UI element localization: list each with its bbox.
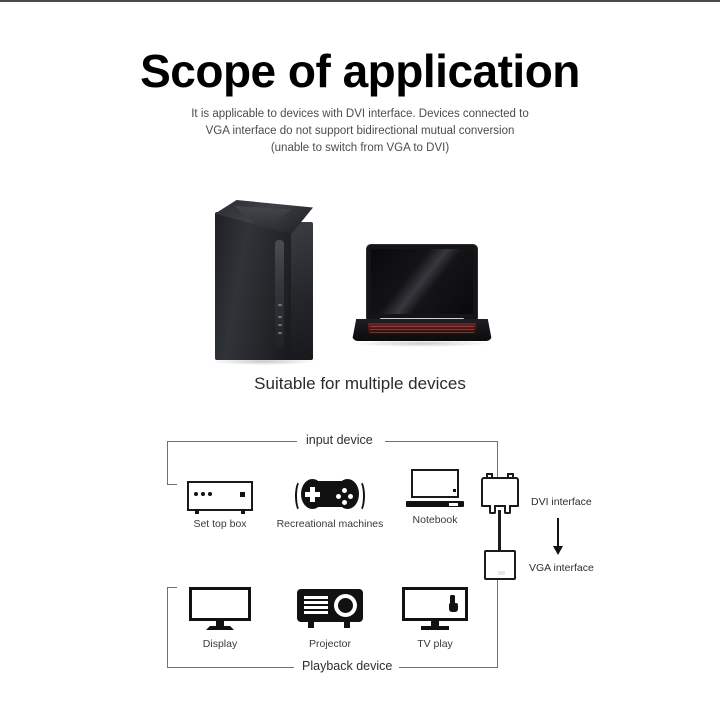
dvi-to-vga-adapter bbox=[480, 472, 526, 582]
playback-bracket-right-vertical bbox=[497, 575, 498, 667]
stb-display-square bbox=[240, 492, 245, 497]
playback-node-projector[interactable]: Projector bbox=[275, 579, 385, 650]
notebook-trackpad bbox=[449, 502, 458, 506]
direction-arrow-shaft bbox=[557, 518, 559, 548]
hero-device-photos bbox=[0, 192, 720, 365]
tv-hand bbox=[449, 603, 458, 612]
tv-screen bbox=[402, 587, 468, 621]
tower-side-panel bbox=[291, 222, 313, 360]
tv-remote bbox=[450, 595, 455, 608]
notebook-cursor-dot bbox=[453, 489, 456, 492]
input-bracket-top-left bbox=[167, 441, 297, 442]
playback-label-tv-play: TV play bbox=[417, 638, 453, 650]
laptop-shadow bbox=[354, 340, 490, 347]
page-subtitle: It is applicable to devices with DVI int… bbox=[160, 106, 560, 157]
tower-indicator-4 bbox=[277, 332, 282, 334]
monitor-screen bbox=[189, 587, 251, 621]
tower-front-strip bbox=[275, 240, 284, 348]
tower-indicator-3 bbox=[277, 324, 282, 326]
projector-vent-4 bbox=[304, 611, 328, 614]
adapter-cable bbox=[498, 510, 501, 552]
projector-icon bbox=[275, 579, 385, 631]
stb-leg-right bbox=[241, 509, 245, 514]
projector-vent-1 bbox=[304, 596, 328, 599]
input-node-recreational-machines[interactable]: Recreational machines bbox=[275, 459, 385, 530]
dvi-interface-label: DVI interface bbox=[531, 496, 592, 508]
notebook-base bbox=[406, 501, 464, 507]
input-bracket-top-right bbox=[385, 441, 498, 442]
notebook-icon bbox=[380, 455, 490, 507]
vga-interface-label: VGA interface bbox=[529, 562, 594, 574]
playback-bracket-bottom-right bbox=[387, 667, 498, 668]
monitor-neck bbox=[216, 621, 224, 626]
monitor-base bbox=[206, 626, 234, 630]
input-label-recreational-machines: Recreational machines bbox=[276, 518, 384, 530]
playback-bracket-left-head bbox=[167, 587, 177, 588]
laptop-key-row-3 bbox=[370, 332, 474, 333]
input-label-set-top-box: Set top box bbox=[193, 518, 247, 530]
tv-neck bbox=[431, 621, 439, 626]
input-bracket-left-foot bbox=[167, 484, 177, 485]
laptop-lid bbox=[366, 244, 478, 320]
playback-node-tv-play[interactable]: TV play bbox=[380, 579, 490, 650]
projector-leg-right bbox=[344, 621, 350, 628]
gaming-laptop-image bbox=[352, 244, 492, 362]
dvi-screw-tab-right bbox=[507, 473, 514, 478]
playback-label-projector: Projector bbox=[308, 638, 351, 650]
gamepad-button-top bbox=[342, 488, 347, 493]
subtitle-line-3: (unable to switch from VGA to DVI) bbox=[270, 142, 450, 154]
hero-caption: Suitable for multiple devices bbox=[254, 374, 466, 393]
notebook-lid bbox=[411, 469, 459, 498]
playback-bracket-left-vertical bbox=[167, 587, 168, 667]
tv-icon bbox=[380, 579, 490, 631]
gamepad-icon bbox=[275, 459, 385, 512]
vga-port-mark bbox=[498, 571, 505, 575]
input-node-set-top-box[interactable]: Set top box bbox=[165, 459, 275, 530]
projector-vent-3 bbox=[304, 606, 328, 609]
tv-base bbox=[421, 626, 449, 630]
projector-leg-left bbox=[308, 621, 314, 628]
projector-vent-2 bbox=[304, 601, 328, 604]
connection-diagram: input device Set top box bbox=[0, 427, 720, 687]
dvi-screw-tab-left bbox=[486, 473, 493, 478]
subtitle-line-1: It is applicable to devices with DVI int… bbox=[191, 108, 529, 120]
projector-lens-center bbox=[338, 598, 353, 613]
laptop-backlit-keyboard bbox=[368, 323, 476, 334]
input-device-group-label: input device bbox=[299, 433, 380, 447]
stb-leg-left bbox=[195, 509, 199, 514]
gamepad-button-bottom bbox=[342, 500, 347, 505]
laptop-key-row-1 bbox=[370, 326, 474, 327]
input-bracket-left-vertical bbox=[167, 441, 168, 485]
stb-indicator-dots bbox=[194, 492, 212, 496]
set-top-box-icon bbox=[165, 459, 275, 514]
tower-shadow bbox=[211, 358, 315, 365]
dvi-connector-icon bbox=[481, 473, 519, 514]
playback-label-display: Display bbox=[202, 638, 238, 650]
desktop-tower-image bbox=[205, 200, 320, 365]
monitor-icon bbox=[165, 579, 275, 631]
gamepad-dpad-vertical bbox=[310, 487, 315, 502]
tower-indicator-1 bbox=[277, 304, 282, 306]
dvi-shell bbox=[481, 477, 519, 507]
gamepad-button-right bbox=[348, 494, 353, 499]
gamepad-motion-arc-right bbox=[354, 480, 365, 512]
page-title: Scope of application bbox=[140, 45, 580, 97]
playback-device-group-label: Playback device bbox=[295, 659, 400, 673]
playback-node-display[interactable]: Display bbox=[165, 579, 275, 650]
playback-bracket-bottom-left bbox=[167, 667, 294, 668]
input-node-notebook[interactable]: Notebook bbox=[380, 455, 490, 526]
input-label-notebook: Notebook bbox=[412, 514, 458, 526]
vga-connector-icon bbox=[484, 550, 516, 580]
laptop-key-row-2 bbox=[370, 329, 474, 330]
dvi-pin-right bbox=[504, 505, 511, 514]
subtitle-line-2: VGA interface do not support bidirection… bbox=[205, 125, 515, 137]
input-bracket-right-vertical bbox=[497, 441, 498, 489]
gamepad-button-left bbox=[336, 494, 341, 499]
laptop-screen bbox=[371, 249, 473, 314]
tower-indicator-2 bbox=[277, 316, 282, 318]
gamepad-motion-arc-left bbox=[295, 480, 306, 512]
direction-arrow-head bbox=[553, 546, 563, 555]
dvi-pin-left bbox=[489, 505, 496, 514]
